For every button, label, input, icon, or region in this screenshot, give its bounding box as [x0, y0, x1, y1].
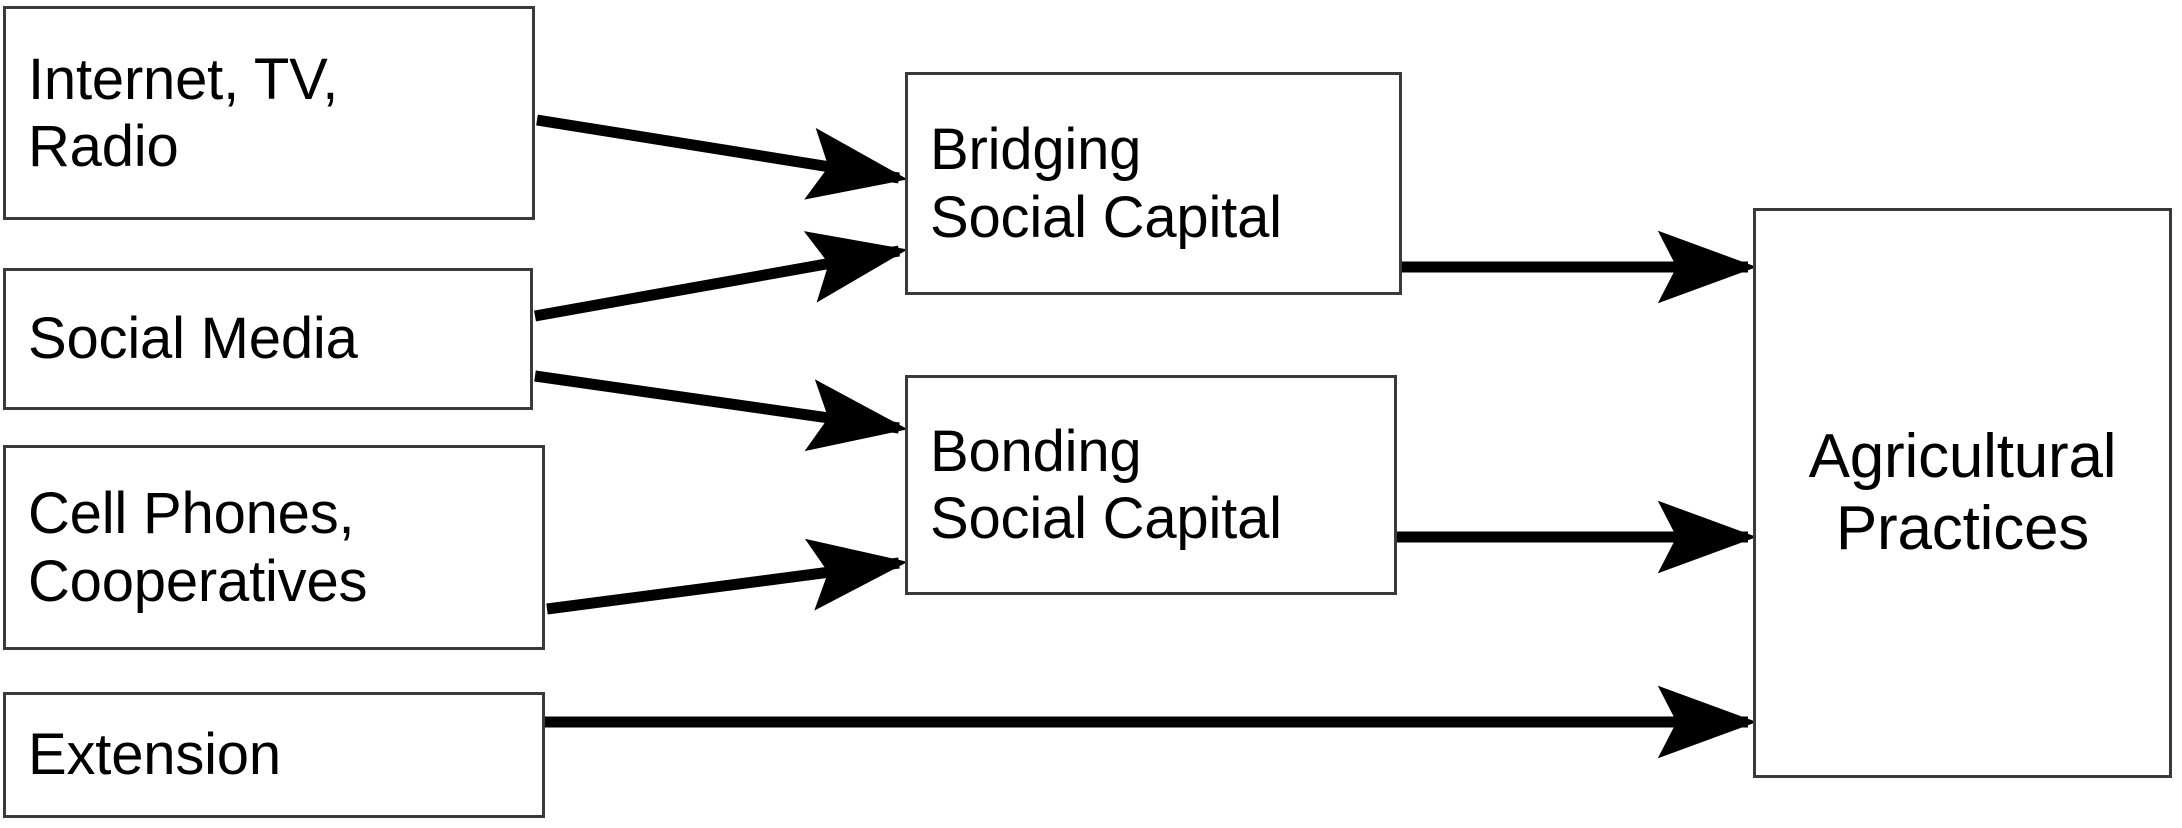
node-extension[interactable]: Extension [3, 692, 545, 818]
edge-cell-to-bonding [546, 538, 908, 615]
node-agricultural-practices[interactable]: Agricultural Practices [1753, 208, 2172, 778]
node-social-media[interactable]: Social Media [3, 268, 533, 410]
node-agricultural-practices-label: Agricultural Practices [1808, 422, 2117, 563]
node-cell-phones-cooperatives[interactable]: Cell Phones, Cooperatives [3, 445, 545, 650]
node-cell-phones-cooperatives-label: Cell Phones, Cooperatives [28, 481, 368, 614]
node-bridging-social-capital-label: Bridging Social Capital [930, 117, 1282, 250]
edge-social-to-bonding [534, 370, 908, 452]
edge-internet-to-bridging [536, 114, 908, 200]
node-internet-tv-radio[interactable]: Internet, TV, Radio [3, 6, 535, 220]
edge-social-to-bridging [534, 231, 908, 322]
node-extension-label: Extension [28, 722, 281, 788]
node-internet-tv-radio-label: Internet, TV, Radio [28, 46, 339, 179]
node-bonding-social-capital-label: Bonding Social Capital [930, 418, 1282, 551]
node-bonding-social-capital[interactable]: Bonding Social Capital [905, 375, 1397, 595]
node-social-media-label: Social Media [28, 306, 358, 372]
node-bridging-social-capital[interactable]: Bridging Social Capital [905, 72, 1402, 295]
